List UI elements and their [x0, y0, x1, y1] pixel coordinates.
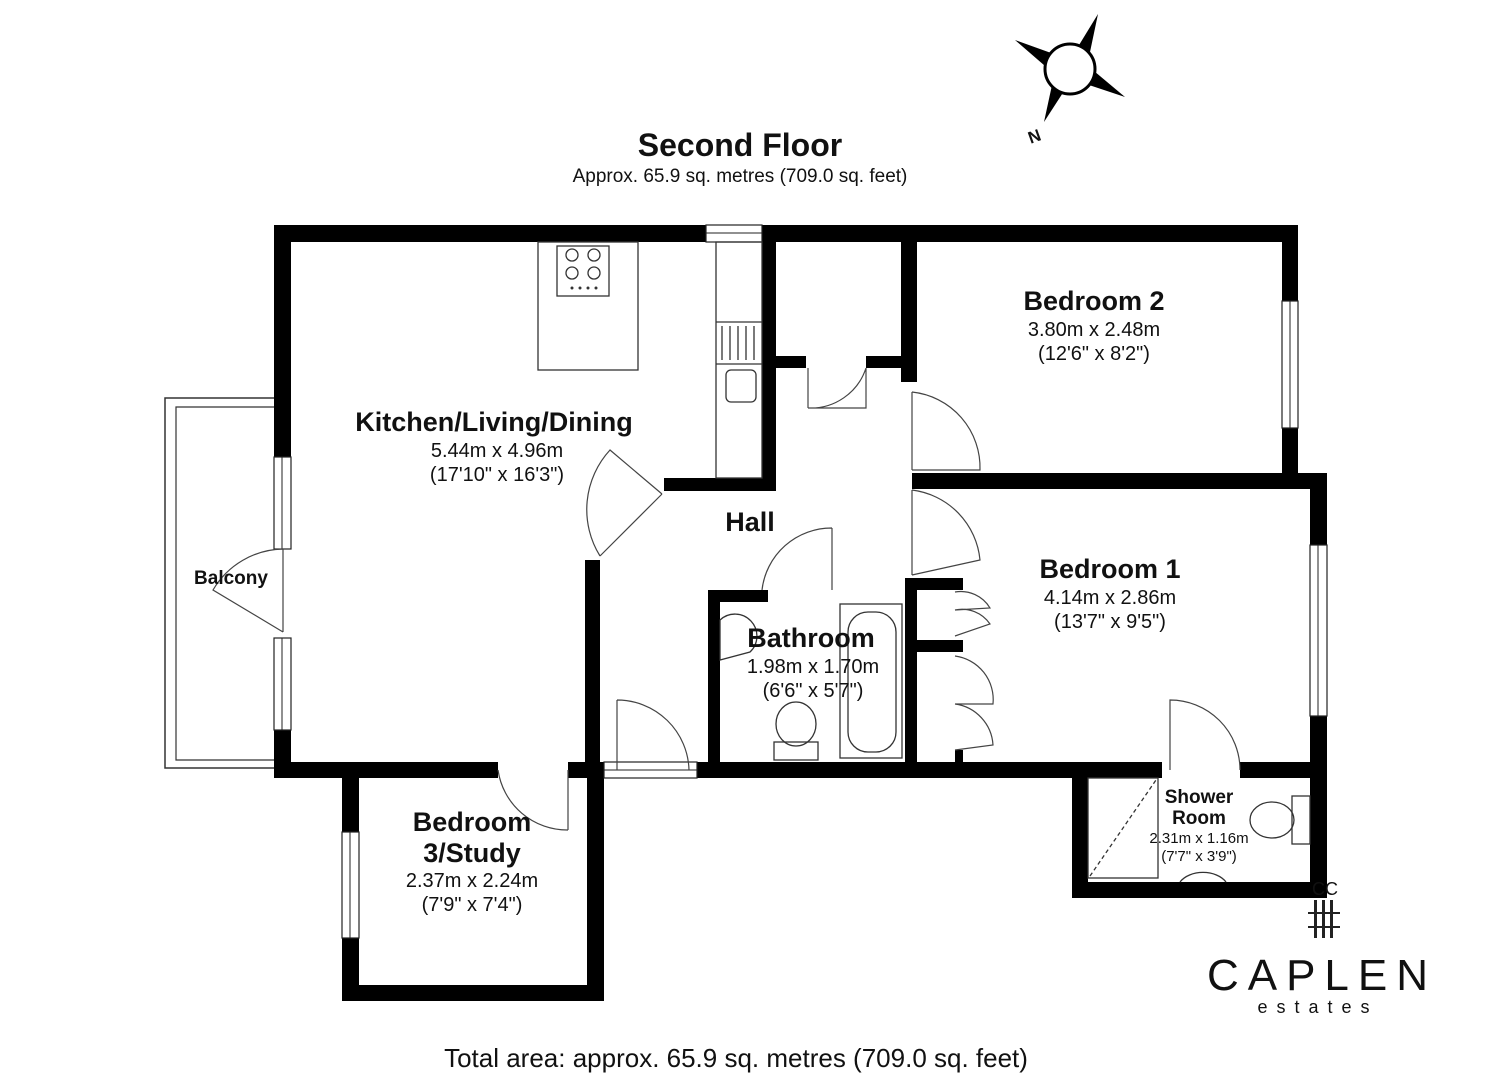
brand-tagline: estates — [1257, 997, 1378, 1017]
brand-name: CAPLEN — [1207, 951, 1437, 1000]
bathroom-fixtures — [719, 603, 903, 761]
north-label: N — [1025, 126, 1043, 148]
windows — [273, 224, 1328, 939]
caplen-logo: CC CAPLEN estates — [1207, 879, 1437, 1017]
room-bedroom-2: Bedroom 2 3.80m x 2.48m (12'6" x 8'2") — [1023, 286, 1164, 365]
bathroom-imperial: (6'6" x 5'7") — [763, 680, 864, 702]
compass-rose-icon: N — [1015, 14, 1125, 148]
brand-monogram: CC — [1312, 879, 1338, 899]
room-bedroom-1: Bedroom 1 4.14m x 2.86m (13'7" x 9'5") — [1039, 554, 1180, 633]
bedroom1-metric: 4.14m x 2.86m — [1044, 587, 1176, 609]
bedroom1-name: Bedroom 1 — [1039, 554, 1180, 584]
balcony — [164, 397, 274, 769]
room-bedroom-3: Bedroom 3/Study 2.37m x 2.24m (7'9" x 7'… — [406, 807, 538, 916]
bedroom3-imperial: (7'9" x 7'4") — [422, 894, 523, 916]
shower-metric: 2.31m x 1.16m — [1149, 830, 1248, 847]
kitchen-metric: 5.44m x 4.96m — [431, 440, 563, 462]
bedroom1-imperial: (13'7" x 9'5") — [1054, 611, 1166, 633]
floor-title: Second Floor — [638, 127, 842, 163]
bedroom2-name: Bedroom 2 — [1023, 286, 1164, 316]
kitchen-imperial: (17'10" x 16'3") — [430, 464, 564, 486]
doors — [212, 367, 1241, 831]
bathroom-metric: 1.98m x 1.70m — [747, 656, 879, 678]
kitchen-fixtures — [537, 241, 763, 479]
railings-icon — [1308, 900, 1340, 938]
hall-label: Hall — [725, 507, 775, 537]
floor-subtitle: Approx. 65.9 sq. metres (709.0 sq. feet) — [573, 166, 908, 187]
walls — [274, 225, 1327, 1001]
bedroom2-imperial: (12'6" x 8'2") — [1038, 343, 1150, 365]
room-shower: Shower Room 2.31m x 1.16m (7'7" x 3'9") — [1149, 787, 1248, 865]
bathroom-name: Bathroom — [747, 623, 875, 653]
bedroom3-name-line1: Bedroom — [413, 807, 532, 837]
shower-name-line2: Room — [1172, 808, 1226, 829]
kitchen-name: Kitchen/Living/Dining — [355, 407, 633, 437]
room-bathroom: Bathroom 1.98m x 1.70m (6'6" x 5'7") — [747, 623, 879, 702]
shower-imperial: (7'7" x 3'9") — [1161, 848, 1237, 865]
total-area: Total area: approx. 65.9 sq. metres (709… — [444, 1043, 1028, 1073]
bedroom2-metric: 3.80m x 2.48m — [1028, 319, 1160, 341]
bedroom3-metric: 2.37m x 2.24m — [406, 870, 538, 892]
room-kitchen: Kitchen/Living/Dining 5.44m x 4.96m (17'… — [355, 407, 633, 486]
balcony-label: Balcony — [194, 568, 268, 589]
shower-name-line1: Shower — [1165, 787, 1234, 808]
shower-fixtures — [1087, 777, 1311, 883]
bedroom3-name-line2: 3/Study — [423, 838, 521, 868]
